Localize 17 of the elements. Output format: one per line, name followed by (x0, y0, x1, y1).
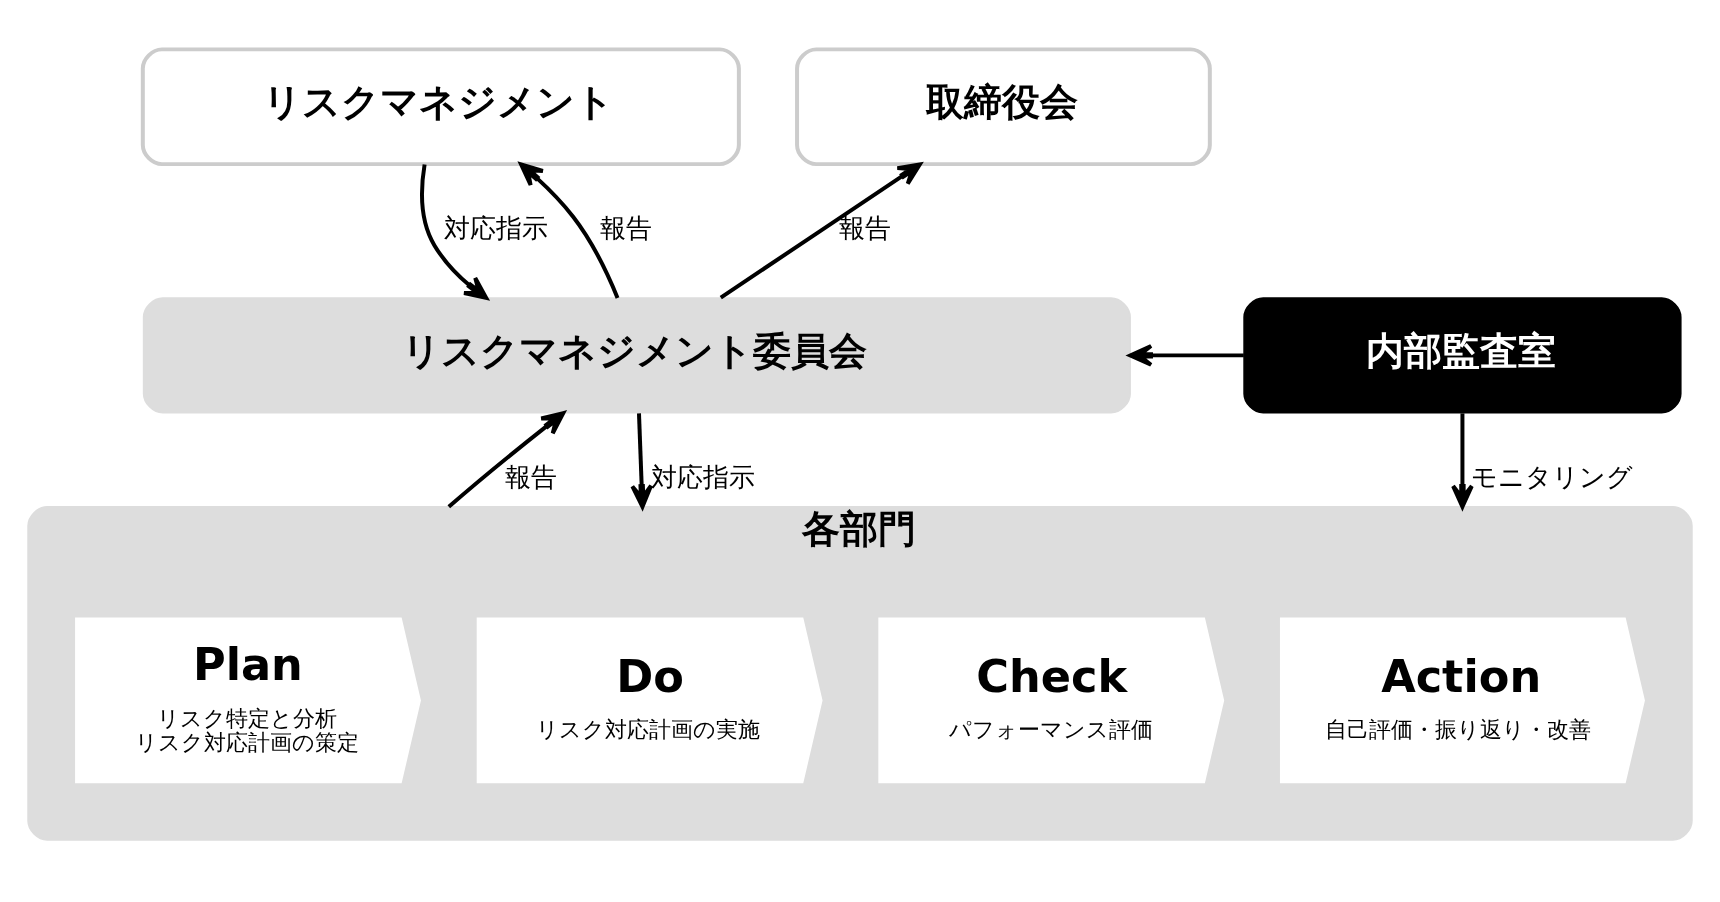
arrow (447, 411, 566, 509)
edge-label: 報告 (839, 213, 892, 244)
arrow (1128, 344, 1244, 367)
arrow (1451, 413, 1474, 509)
node-box: 取締役会 (795, 47, 1212, 167)
arrow (420, 164, 489, 300)
node-box: 内部監査室 (1243, 297, 1682, 414)
node-box: リスクマネジメント委員会 (142, 297, 1131, 414)
edge-label: 報告 (504, 461, 557, 492)
node-box: リスクマネジメント (140, 47, 741, 167)
arrow (519, 162, 620, 299)
arrow (630, 413, 653, 509)
edge-label: モニタリング (1471, 461, 1634, 492)
edge-label: 報告 (600, 213, 653, 244)
edge-label: 対応指示 (443, 213, 548, 244)
edge-label: 対応指示 (650, 461, 755, 492)
arrow (719, 162, 922, 300)
